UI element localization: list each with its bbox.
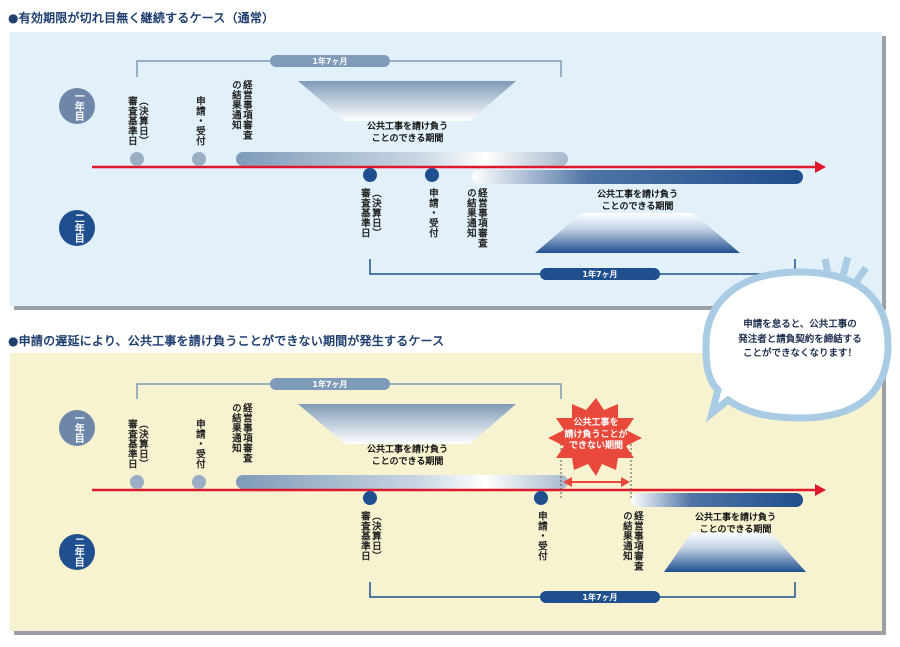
section1-heading: ●有効期限が切れ目無く継続するケース（通常） (8, 11, 275, 25)
dot-kessan-4 (363, 491, 377, 505)
section1-graphics (92, 60, 826, 275)
period-bar-dark-2 (631, 493, 803, 507)
emphasis-mark-3 (853, 265, 869, 283)
period-trapezoid-top-2 (298, 404, 516, 444)
emphasis-mark-1 (821, 258, 832, 274)
gap-starburst (548, 398, 642, 476)
section2-heading: ●申請の遅延により、公共工事を請け負うことができない期間が発生するケース (8, 334, 445, 348)
gap-arrow-right-head (621, 477, 630, 487)
period-bar-light-2 (236, 475, 568, 489)
period-bar-light-1 (236, 152, 568, 166)
period-trapezoid-bottom-2 (664, 532, 806, 572)
year1-label-s2: 一年目 (72, 413, 84, 443)
gap-label: 公共工事を 請け負うことが できない期間 (564, 418, 628, 452)
dot-shinsei-4 (534, 491, 548, 505)
label-shinsei-s2-top: 申請・受付 (193, 419, 205, 469)
year1-label-s1: 一年目 (72, 91, 84, 121)
bottom-period-pill-s1: 1年7ヶ月 (540, 268, 660, 280)
dot-kessan-3 (130, 475, 144, 489)
callout-text: 申請を怠ると、公共工事の 発注者と請負契約を締結する ことができなくなります！ (738, 319, 862, 360)
year1-badge-s2: 一年目 (59, 410, 95, 446)
label-shinsei-s2-bottom: 申請・受付 (535, 511, 547, 561)
period-label-s2-top: 公共工事を請け負う ことのできる期間 (366, 445, 448, 467)
timeline-arrow-1 (815, 161, 826, 173)
dot-shinsei-1 (192, 152, 206, 166)
label-shinsei-s1-top: 申請・受付 (193, 96, 205, 146)
period-label-s1-top: 公共工事を請け負う ことのできる期間 (366, 122, 448, 144)
panel1 (10, 32, 882, 306)
section2-graphics (92, 383, 826, 598)
period-bar-dark-1 (472, 170, 803, 184)
dot-kessan-2 (363, 168, 377, 182)
emphasis-mark-2 (839, 256, 852, 276)
label-tsuchi-s2-bottom: 経営事項審査 の結果通知 (620, 511, 643, 571)
label-tsuchi-s2-top: 経営事項審査 の結果通知 (229, 403, 252, 463)
year2-badge-s1: 二年目 (59, 210, 95, 246)
label-kessan-s2-top: （決算日） 審査基準日 (125, 419, 148, 469)
label-shinsei-s1-bottom: 申請・受付 (426, 188, 438, 238)
callout-bubble-graphics (702, 256, 892, 423)
top-period-pill-s1: 1年7ヶ月 (270, 55, 390, 67)
callout-bubble (702, 268, 892, 423)
dot-shinsei-3 (192, 475, 206, 489)
period-label-s1-bottom: 公共工事を請け負う ことのできる期間 (596, 190, 678, 212)
year2-badge-s2: 二年目 (59, 534, 95, 570)
period-label-s2-bottom: 公共工事を請け負う ことのできる期間 (694, 513, 776, 535)
label-kessan-s1-top: （決算日） 審査基準日 (125, 96, 148, 146)
timeline-arrow-2 (815, 484, 826, 496)
period-trapezoid-bottom-1 (535, 213, 740, 253)
year2-label-s2: 二年目 (72, 537, 84, 567)
year2-label-s1: 二年目 (72, 213, 84, 243)
period-trapezoid-top-1 (298, 81, 516, 121)
label-kessan-s1-bottom: （決算日） 審査基準日 (358, 188, 381, 238)
label-tsuchi-s1-bottom: 経営事項審査 の結果通知 (464, 188, 487, 248)
dot-shinsei-2 (425, 168, 439, 182)
gap-arrow-left-head (563, 477, 572, 487)
dot-kessan-1 (130, 152, 144, 166)
label-tsuchi-s1-top: 経営事項審査 の結果通知 (229, 80, 252, 140)
bottom-period-pill-s2: 1年7ヶ月 (540, 591, 660, 603)
top-period-pill-s2: 1年7ヶ月 (270, 378, 390, 390)
year1-badge-s1: 一年目 (59, 88, 95, 124)
label-kessan-s2-bottom: （決算日） 審査基準日 (358, 511, 381, 561)
